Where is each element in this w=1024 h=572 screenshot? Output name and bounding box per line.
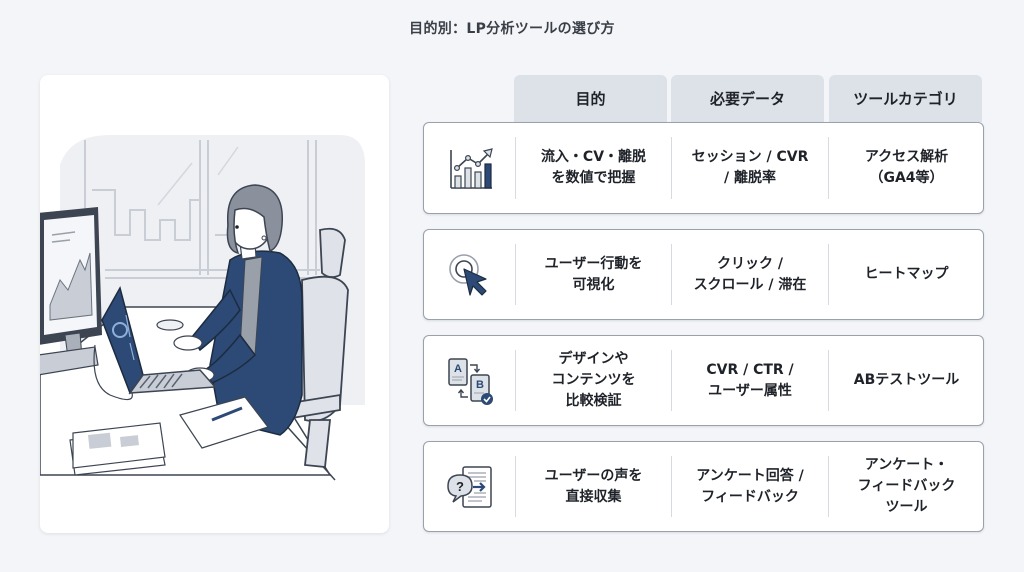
column-header-purpose: 目的 [514,75,667,122]
required-data-cell: CVR / CTR / ユーザー属性 [706,361,794,399]
ab-test-icon: A B [424,336,515,425]
illustration-card [40,75,389,533]
tool-category-cell: アクセス解析 （GA4等） [864,149,949,186]
office-worker-illustration [40,135,365,481]
svg-text:?: ? [456,479,464,494]
column-header-tool-category: ツールカテゴリ [829,75,982,122]
required-data-cell: アンケート回答 / フィードバック [696,467,804,505]
svg-text:A: A [454,363,462,375]
required-data-cell: クリック / スクロール / 滞在 [693,255,807,293]
table-row-heatmap: ユーザー行動を 可視化 クリック / スクロール / 滞在 ヒートマップ [423,229,984,320]
table-row-survey: ? ユーザーの声を 直接収集 アンケート回答 / フィードバック アンケート・ … [423,441,984,532]
purpose-cell: ユーザーの声を 直接収集 [544,467,643,505]
survey-feedback-icon: ? [424,442,515,531]
cursor-click-icon [424,230,515,319]
purpose-cell: ユーザー行動を 可視化 [544,255,643,293]
tool-category-cell: アンケート・ フィードバック ツール [857,457,956,515]
table-row-analytics: 流入・CV・離脱 を数値で把握 セッション / CVR / 離脱率 アクセス解析… [423,122,984,214]
bar-chart-trend-icon [424,123,515,213]
page-title: 目的別：LP分析ツールの選び方 [409,21,615,37]
svg-text:B: B [476,379,484,391]
table-row-ab-test: A B デザインや コンテンツを 比較検証 CVR / CTR / ユーザー属性… [423,335,984,426]
tool-category-cell: ヒートマップ [864,266,949,282]
required-data-cell: セッション / CVR / 離脱率 [691,149,809,186]
purpose-cell: デザインや コンテンツを 比較検証 [551,351,636,409]
column-header-required-data: 必要データ [671,75,824,122]
tool-category-cell: ABテストツール [853,372,960,388]
purpose-cell: 流入・CV・離脱 を数値で把握 [540,149,647,186]
